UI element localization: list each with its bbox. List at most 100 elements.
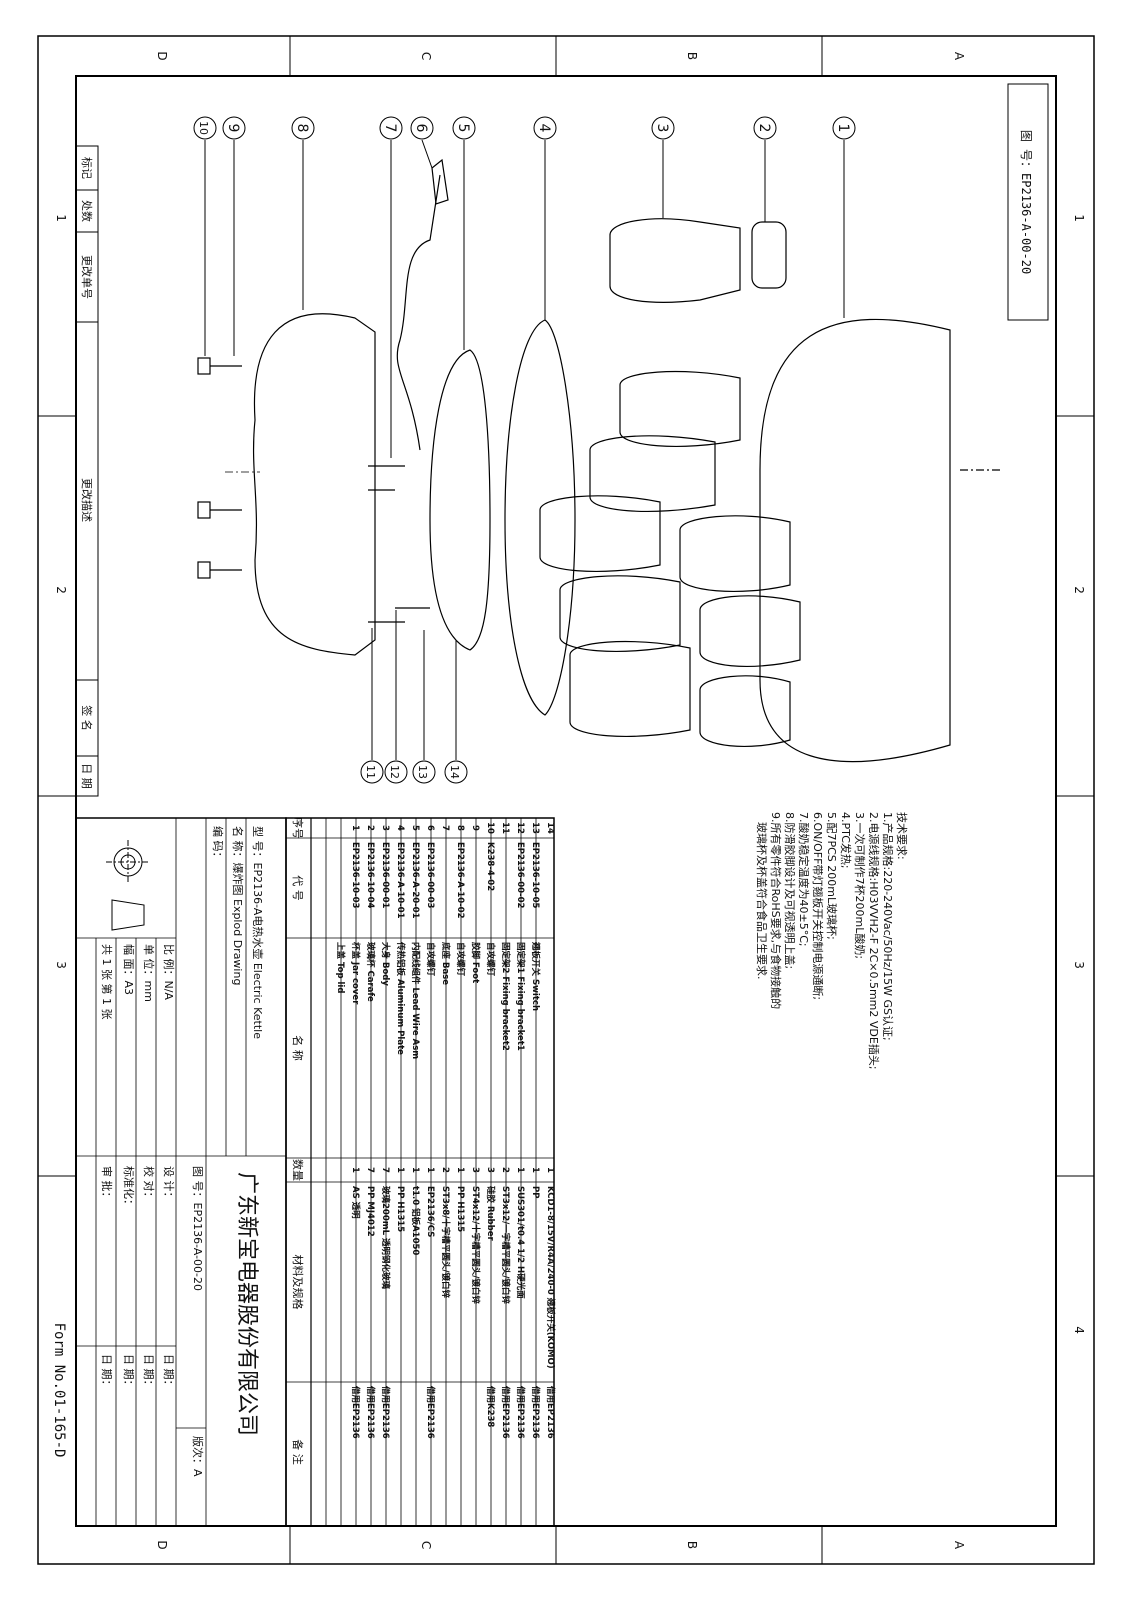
bom-cell-seq: 6 — [425, 825, 435, 831]
inner-border — [75, 75, 1057, 1527]
tech-requirements: 技术要求: 1.产品规格:220-240Vac/50Hz/15W GS认证; 2… — [755, 812, 908, 1070]
tech-item-10: 玻璃杯及杯盖符合食品卫生要求. — [755, 822, 769, 980]
bom-cell-name: 传热铝板 Aluminum Plate — [395, 941, 406, 1055]
bom-cell-material: t1.0 铝板A1050 — [410, 1186, 421, 1255]
bom-table: 序号 代 号 名 称 数量 材料及规格 备 注 141KCD1-8/15V/R4… — [285, 817, 556, 1527]
svg-text:13: 13 — [416, 765, 429, 779]
tb-sheets: 共 1 张 第 1 张 — [100, 944, 114, 1019]
zone-left-2: 2 — [54, 586, 68, 594]
form-number: Form No.01-165-D — [51, 1323, 67, 1458]
bom-cell-material: 玻璃200mL 透明钢化玻璃 — [380, 1186, 391, 1289]
bom-cell-name: 杯盖 Jar cover — [350, 942, 361, 1005]
exploded-view — [197, 158, 1000, 763]
projection-symbol — [106, 840, 150, 931]
zone-bottom-b: B — [685, 1541, 699, 1549]
bom-cell-qty: 1 — [515, 1167, 525, 1173]
bom-cell-seq: 11 — [500, 822, 510, 834]
rev-mark-label: 标记 — [80, 157, 94, 179]
zone-right-2: 2 — [1072, 586, 1086, 594]
bom-cell-remark: 借用EP2136 — [500, 1385, 511, 1439]
bom-header-name: 名 称 — [291, 1035, 305, 1061]
balloon-11: 11 — [360, 628, 384, 784]
svg-text:7: 7 — [382, 124, 398, 133]
zone-left-1: 1 — [54, 214, 68, 222]
bom-cell-seq: 14 — [545, 822, 555, 834]
balloon-13: 13 — [412, 630, 436, 784]
tech-item-3: 3.一次可制作7杯200mL酸奶; — [853, 812, 867, 959]
rev-change-desc-label: 更改描述 — [80, 478, 94, 522]
zone-bottom-c: C — [419, 1541, 433, 1549]
svg-text:14: 14 — [448, 765, 461, 779]
tb-approve: 审 批： — [100, 1166, 114, 1203]
bom-cell-qty: 1 — [410, 1167, 420, 1173]
bom-cell-material: 硅胶 Rubber — [485, 1186, 496, 1241]
bom-cell-name: 自攻螺钉 — [425, 942, 436, 977]
tech-item-4: 4.PTC发热; — [839, 812, 853, 869]
bom-header-code: 代 号 — [291, 875, 304, 901]
bom-cell-name: 翘板开关 Switch — [530, 941, 541, 1011]
bom-cell-qty: 1 — [455, 1167, 465, 1173]
svg-text:1: 1 — [835, 124, 851, 133]
zone-letters-top: A B C D — [155, 51, 966, 61]
bom-cell-qty: 7 — [365, 1167, 375, 1173]
zone-bottom-d: D — [155, 1540, 169, 1549]
tb-date-1: 日 期： — [162, 1354, 175, 1391]
balloon-10: 10 — [193, 116, 217, 356]
svg-text:8: 8 — [294, 124, 310, 133]
bom-cell-material: ST3x12/一字槽平圆头/镀白锌 — [500, 1186, 511, 1304]
zone-top-a: A — [952, 52, 966, 61]
bom-cell-qty: 1 — [545, 1167, 555, 1173]
tb-date-3: 日 期： — [122, 1354, 135, 1391]
balloon-2: 2 — [753, 116, 777, 222]
tb-date-4: 日 期： — [100, 1354, 113, 1391]
bom-row1-name-alt: 上盖 Top lid — [335, 942, 346, 993]
bom-cell-code: EP2136-00-02 — [515, 842, 525, 908]
bom-cell-code: EP2136-10-04 — [365, 842, 375, 908]
zone-bottom-a: A — [952, 1541, 966, 1550]
balloon-3: 3 — [651, 116, 675, 218]
balloon-5: 5 — [452, 116, 476, 350]
balloon-1: 1 — [832, 116, 856, 318]
zone-left-3: 3 — [54, 961, 68, 969]
bom-cell-name: 玻璃杯 Carafe — [365, 942, 376, 1002]
bom-cell-code: EP2136-A-10-02 — [455, 842, 465, 919]
bom-header-seq: 序号 — [291, 817, 305, 839]
bom-cell-name: 内配线组件 Lead Wire Asm — [410, 942, 421, 1059]
svg-text:11: 11 — [364, 765, 377, 779]
svg-text:6: 6 — [413, 124, 429, 133]
title-block: 型 号：EP2136-A电热水壶 Electric Kettle 名 称：爆炸图… — [75, 817, 287, 1527]
tb-paper: 幅 面：A3 — [122, 944, 135, 995]
bom-header-remark: 备 注 — [291, 1439, 305, 1465]
bom-cell-qty: 7 — [380, 1167, 390, 1173]
bom-cell-name: 大身 Body — [380, 942, 391, 986]
tech-item-1: 1.产品规格:220-240Vac/50Hz/15W GS认证; — [881, 812, 895, 1041]
tech-item-2: 2.电源线规格:H03VVH2-F 2C×0.5mm2 VDE插头; — [867, 812, 881, 1070]
zone-right-4: 4 — [1072, 1326, 1086, 1334]
tech-item-6: 6.ON/OFF带灯翘板开关控制电源通断; — [811, 812, 825, 1000]
tech-item-9: 9.所有零件符合RoHS要求,与食物接触的 — [769, 812, 783, 1009]
revision-block: 标记 处数 更改单号 更改描述 签 名 日 期 — [75, 145, 99, 797]
bom-cell-material: KCD1-8/15V/R4A/240-0 翘板开关(KOMO) — [545, 1186, 556, 1369]
svg-text:2: 2 — [756, 124, 772, 133]
bom-cell-code: EP2136-10-05 — [530, 842, 540, 908]
svg-text:3: 3 — [654, 124, 670, 133]
svg-text:9: 9 — [225, 124, 241, 133]
bom-cell-remark: 借用EP2136 — [425, 1385, 436, 1439]
bom-cell-qty: 1 — [425, 1167, 435, 1173]
zone-dividers — [38, 36, 1094, 1564]
tech-item-7: 7.酸奶稳定温度为40±5°C; — [797, 812, 811, 947]
tb-code-no: 编 码： — [211, 826, 225, 863]
part-base — [252, 313, 376, 656]
tb-standard: 标准化： — [122, 1166, 136, 1210]
bom-cell-code: EP2136-A-20-01 — [410, 842, 420, 919]
part-aluminum-plate — [429, 349, 491, 651]
tb-drawing-no: 图 号：EP2136-A-00-20 — [191, 1166, 204, 1291]
tb-version: 版次：A — [191, 1436, 205, 1477]
bom-cell-seq: 3 — [380, 825, 390, 831]
